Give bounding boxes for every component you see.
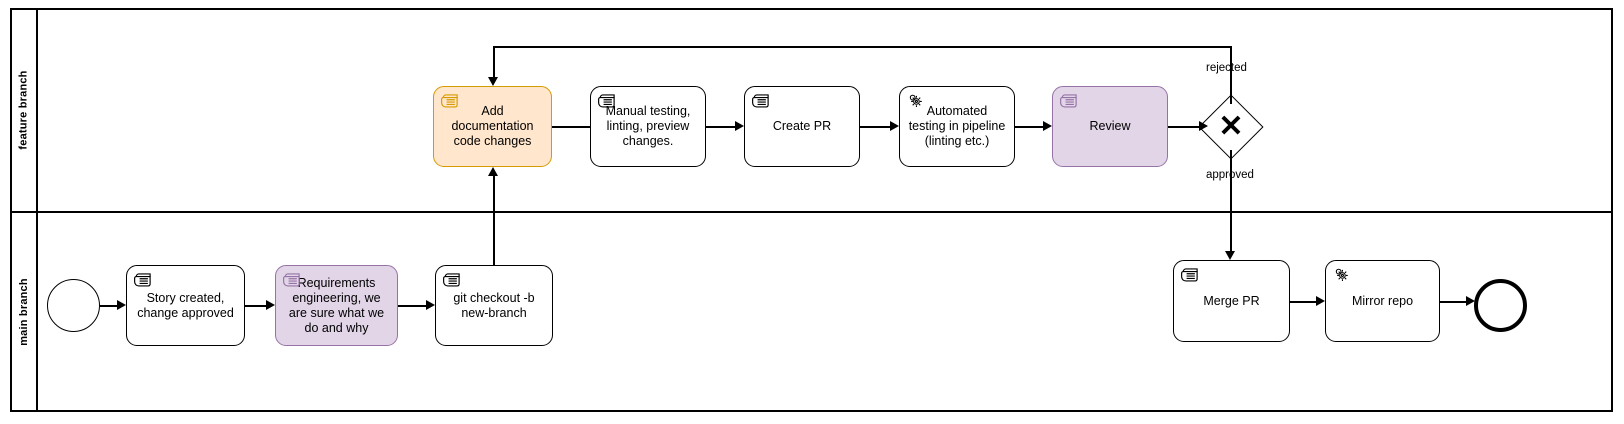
flow-arrowhead <box>735 121 744 131</box>
edge-label-rejected: rejected <box>1206 62 1247 74</box>
flow-gateway-rejected-up <box>1230 46 1232 104</box>
start-event[interactable] <box>47 279 100 332</box>
manual-task-icon <box>442 271 462 289</box>
lane-label-main-branch: main branch <box>10 211 38 412</box>
lane-divider <box>10 211 1613 213</box>
task-git-checkout-new-branch[interactable]: git checkout -b new-branch <box>435 265 553 346</box>
flow-gateway-rejected-across <box>493 46 1232 48</box>
gateway-x-icon: ✕ <box>1218 110 1244 143</box>
task-label: Add documentation code changes <box>451 104 534 148</box>
flow-manualtest-to-createpr <box>706 126 735 128</box>
flow-checkout-to-adddocs <box>493 176 495 265</box>
flow-arrowhead <box>1199 121 1208 131</box>
flow-arrowhead <box>1316 296 1325 306</box>
lane-label-feature-branch: feature branch <box>10 8 38 211</box>
manual-task-icon <box>1059 92 1079 110</box>
flow-arrowhead <box>890 121 899 131</box>
flow-review-to-gateway <box>1168 126 1199 128</box>
flow-gateway-approved-down <box>1230 150 1232 251</box>
task-label: Review <box>1089 119 1131 133</box>
flow-gateway-rejected-down <box>493 46 495 77</box>
task-automated-testing-in-pipeline[interactable]: Automated testing in pipeline (linting e… <box>899 86 1015 167</box>
flow-arrowhead <box>488 77 498 86</box>
task-requirements-engineering[interactable]: Requirements engineering, we are sure wh… <box>275 265 398 346</box>
task-label: Mirror repo <box>1351 293 1414 308</box>
flow-arrowhead <box>1225 251 1235 260</box>
task-label: Story created, change approved <box>137 290 234 320</box>
flow-arrowhead <box>426 300 435 310</box>
manual-task-icon <box>282 271 302 289</box>
manual-task-icon <box>133 271 153 289</box>
manual-task-icon <box>597 92 617 110</box>
task-label: Merge PR <box>1203 293 1260 308</box>
manual-task-icon <box>751 92 771 110</box>
flow-arrowhead <box>1043 121 1052 131</box>
flow-mergepr-to-mirrorrepo <box>1290 301 1316 303</box>
end-event[interactable] <box>1474 279 1527 332</box>
flow-arrowhead <box>1466 296 1475 306</box>
task-label: Manual testing, linting, preview changes… <box>605 104 691 148</box>
task-manual-testing-linting-preview-changes[interactable]: Manual testing, linting, preview changes… <box>590 86 706 167</box>
flow-mirrorrepo-to-end <box>1440 301 1466 303</box>
flow-adddocs-to-manualtest <box>552 126 590 128</box>
exclusive-gateway-review-decision[interactable]: ✕ <box>1198 94 1264 160</box>
pool-header-band <box>10 8 38 412</box>
task-merge-pr[interactable]: Merge PR <box>1173 260 1290 342</box>
flow-requirements-to-checkout <box>398 305 426 307</box>
flow-start-to-story <box>100 305 117 307</box>
task-create-pr[interactable]: Create PR <box>744 86 860 167</box>
flow-createpr-to-autotest <box>860 126 890 128</box>
process-pool <box>10 8 1613 412</box>
edge-label-approved: approved <box>1206 169 1254 181</box>
task-add-documentation-code-changes[interactable]: Add documentation code changes <box>433 86 552 167</box>
lane-main-text: main branch <box>18 277 31 346</box>
flow-arrowhead <box>266 300 275 310</box>
task-label: Create PR <box>772 119 832 133</box>
service-task-icon <box>906 92 926 110</box>
task-label: Automated testing in pipeline (linting e… <box>908 104 1006 148</box>
flow-arrowhead <box>117 300 126 310</box>
task-mirror-repo[interactable]: Mirror repo <box>1325 260 1440 342</box>
task-label: git checkout -b new-branch <box>453 290 535 320</box>
flow-story-to-requirements <box>245 305 266 307</box>
service-task-icon <box>1332 266 1352 284</box>
lane-feature-text: feature branch <box>18 69 30 150</box>
manual-task-icon <box>1180 266 1200 284</box>
flow-autotest-to-review <box>1015 126 1043 128</box>
task-label: Requirements engineering, we are sure wh… <box>288 275 385 335</box>
task-story-created-change-approved[interactable]: Story created, change approved <box>126 265 245 346</box>
flow-arrowhead <box>488 167 498 176</box>
manual-task-icon <box>440 92 460 110</box>
task-review[interactable]: Review <box>1052 86 1168 167</box>
